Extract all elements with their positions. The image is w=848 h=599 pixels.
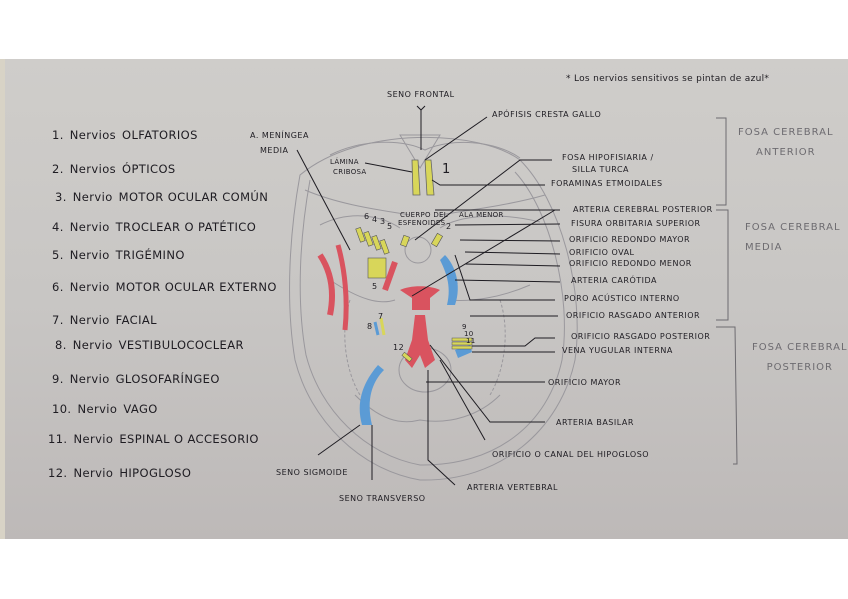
label-orificio-rasgado-anterior: ORIFICIO RASGADO ANTERIOR bbox=[566, 311, 701, 320]
label-arteria-cerebral-posterior: ARTERIA CEREBRAL POSTERIOR bbox=[573, 205, 713, 214]
label-fosa-hipofisiaria: FOSA HIPOFISIARIA / bbox=[562, 153, 654, 162]
fossa-anterior-label: FOSA CEREBRAL ANTERIOR bbox=[738, 127, 834, 158]
number-4: 4 bbox=[372, 215, 378, 224]
sensory-nerves-note: * Los nervios sensitivos se pintan de az… bbox=[566, 74, 770, 84]
label-ala-menor: ALA MENOR bbox=[459, 211, 504, 219]
label-orificio-redondo-mayor: ORIFICIO REDONDO MAYOR bbox=[569, 235, 691, 244]
number-3: 3 bbox=[380, 217, 386, 226]
label-lamina-cribosa-2: CRIBOSA bbox=[333, 168, 367, 176]
label-apofisis-cresta-gallo: APÓFISIS CRESTA GALLO bbox=[492, 110, 602, 119]
number-9: 9 bbox=[462, 323, 467, 331]
number-1: 1 bbox=[442, 162, 451, 177]
label-orificio-rasgado-posterior: ORIFICIO RASGADO POSTERIOR bbox=[571, 332, 711, 341]
label-orificio-oval: ORIFICIO OVAL bbox=[569, 248, 635, 257]
label-orificio-redondo-menor: ORIFICIO REDONDO MENOR bbox=[569, 259, 692, 268]
label-poro-acustico-interno: PORO ACÚSTICO INTERNO bbox=[564, 294, 680, 303]
label-cuerpo-esfenoides-2: ESFENOIDES bbox=[398, 219, 446, 227]
label-arteria-vertebral: ARTERIA VERTEBRAL bbox=[467, 483, 558, 492]
number-7: 7 bbox=[378, 312, 384, 321]
skull-outline bbox=[289, 136, 578, 481]
number-2: 2 bbox=[446, 222, 452, 231]
label-foraminas-etmoidales: FORAMINAS ETMOIDALES bbox=[551, 179, 663, 188]
label-meningea-media-2: MEDIA bbox=[260, 146, 289, 155]
label-fisura-orbitaria-superior: FISURA ORBITARIA SUPERIOR bbox=[571, 219, 701, 228]
number-11: 11 bbox=[466, 337, 476, 345]
label-arteria-basilar: ARTERIA BASILAR bbox=[556, 418, 634, 427]
label-cuerpo-esfenoides-1: CUERPO DEL bbox=[400, 211, 448, 219]
label-meningea-media-1: A. MENÍNGEA bbox=[250, 131, 309, 140]
label-arteria-carotida: ARTERIA CARÓTIDA bbox=[571, 276, 657, 285]
number-5: 5 bbox=[372, 282, 378, 291]
label-orificio-mayor: ORIFICIO MAYOR bbox=[548, 378, 622, 387]
fossa-posterior-label: FOSA CEREBRAL POSTERIOR bbox=[752, 342, 848, 373]
fossa-media-label: FOSA CEREBRAL MEDIA bbox=[745, 222, 841, 253]
label-lamina-cribosa-1: LÁMINA bbox=[330, 158, 359, 166]
number-8: 8 bbox=[367, 322, 373, 331]
number-5: 5 bbox=[387, 222, 393, 231]
label-seno-frontal: SENO FRONTAL bbox=[387, 90, 455, 99]
label-vena-yugular-interna: VENA YUGULAR INTERNA bbox=[562, 346, 673, 355]
label-canal-hipogloso: ORIFICIO O CANAL DEL HIPOGLOSO bbox=[492, 450, 650, 459]
label-silla-turca: SILLA TURCA bbox=[572, 165, 630, 174]
label-seno-transverso: SENO TRANSVERSO bbox=[339, 494, 426, 503]
number-12: 12 bbox=[393, 343, 405, 352]
label-seno-sigmoide: SENO SIGMOIDE bbox=[276, 468, 348, 477]
number-10: 10 bbox=[464, 330, 474, 338]
number-6: 6 bbox=[364, 212, 370, 221]
